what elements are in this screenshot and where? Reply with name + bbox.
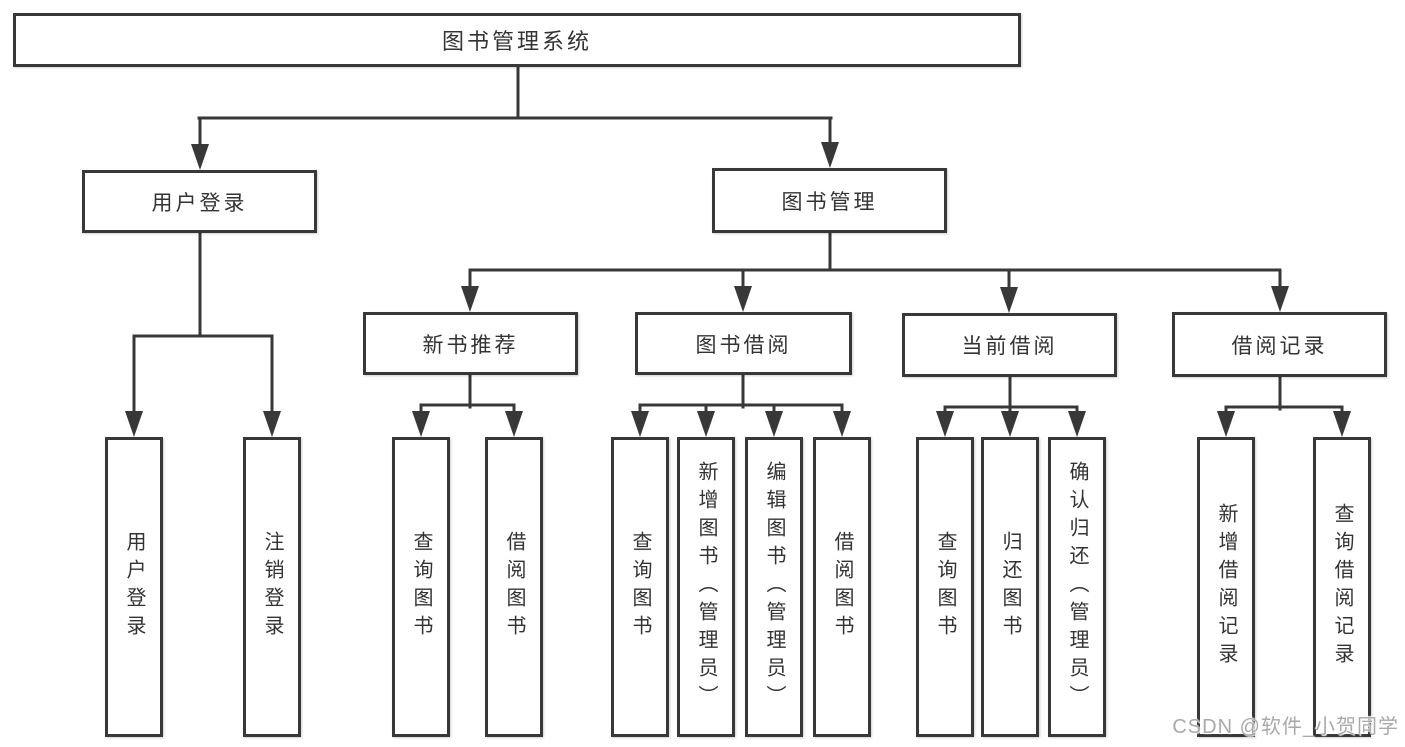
leaf-borrow-books-borrowing-label: 借阅图书 (831, 531, 853, 643)
connector-paths (132, 65, 1344, 418)
leaf-user-login: 用户登录 (105, 437, 163, 737)
leaf-borrow-books-recommend-label: 借阅图书 (503, 531, 525, 643)
node-library-management-system: 图书管理系统 (13, 13, 1021, 67)
leaf-add-borrow-record-label: 新增借阅记录 (1215, 503, 1237, 671)
leaf-query-books-recommend: 查询图书 (392, 437, 450, 737)
watermark: CSDN @软件_小贺同学 (1172, 716, 1399, 738)
leaf-user-login-label: 用户登录 (123, 531, 145, 643)
node-book-borrowing-label: 图书借阅 (695, 333, 792, 357)
leaf-borrow-books-recommend: 借阅图书 (485, 437, 543, 737)
leaf-add-borrow-record: 新增借阅记录 (1197, 437, 1255, 737)
leaf-query-books-current: 查询图书 (916, 437, 974, 737)
leaf-logout: 注销登录 (243, 437, 301, 737)
node-new-book-recommendation-label: 新书推荐 (422, 333, 519, 357)
node-new-book-recommendation: 新书推荐 (363, 312, 578, 375)
leaf-add-books-admin: 新增图书（管理员） (677, 437, 735, 737)
leaf-borrow-books-borrowing: 借阅图书 (813, 437, 871, 737)
leaf-confirm-return-admin-label: 确认归还（管理员） (1066, 461, 1088, 713)
leaf-logout-label: 注销登录 (261, 531, 283, 643)
leaf-edit-books-admin: 编辑图书（管理员） (745, 437, 803, 737)
arrowheads (125, 142, 1351, 437)
node-current-borrowing: 当前借阅 (902, 313, 1117, 377)
node-library-management-system-label: 图书管理系统 (441, 29, 592, 54)
leaf-add-books-admin-label: 新增图书（管理员） (695, 461, 717, 713)
node-borrowing-records-label: 借阅记录 (1231, 334, 1328, 358)
node-book-management: 图书管理 (712, 168, 947, 233)
leaf-query-borrow-record-label: 查询借阅记录 (1331, 503, 1353, 671)
leaf-query-books-recommend-label: 查询图书 (410, 531, 432, 643)
leaf-return-books: 归还图书 (981, 437, 1039, 737)
leaf-query-borrow-record: 查询借阅记录 (1313, 437, 1371, 737)
leaf-confirm-return-admin: 确认归还（管理员） (1048, 437, 1106, 737)
node-user-login-label: 用户登录 (151, 191, 248, 215)
node-borrowing-records: 借阅记录 (1172, 312, 1387, 377)
leaf-query-books-current-label: 查询图书 (934, 531, 956, 643)
leaf-query-books-borrowing: 查询图书 (611, 437, 669, 737)
node-book-management-label: 图书管理 (781, 190, 878, 214)
leaf-edit-books-admin-label: 编辑图书（管理员） (763, 461, 785, 713)
node-current-borrowing-label: 当前借阅 (961, 335, 1058, 358)
leaf-return-books-label: 归还图书 (999, 531, 1021, 643)
leaf-query-books-borrowing-label: 查询图书 (629, 531, 651, 643)
node-user-login: 用户登录 (82, 170, 317, 233)
node-book-borrowing: 图书借阅 (635, 312, 852, 375)
